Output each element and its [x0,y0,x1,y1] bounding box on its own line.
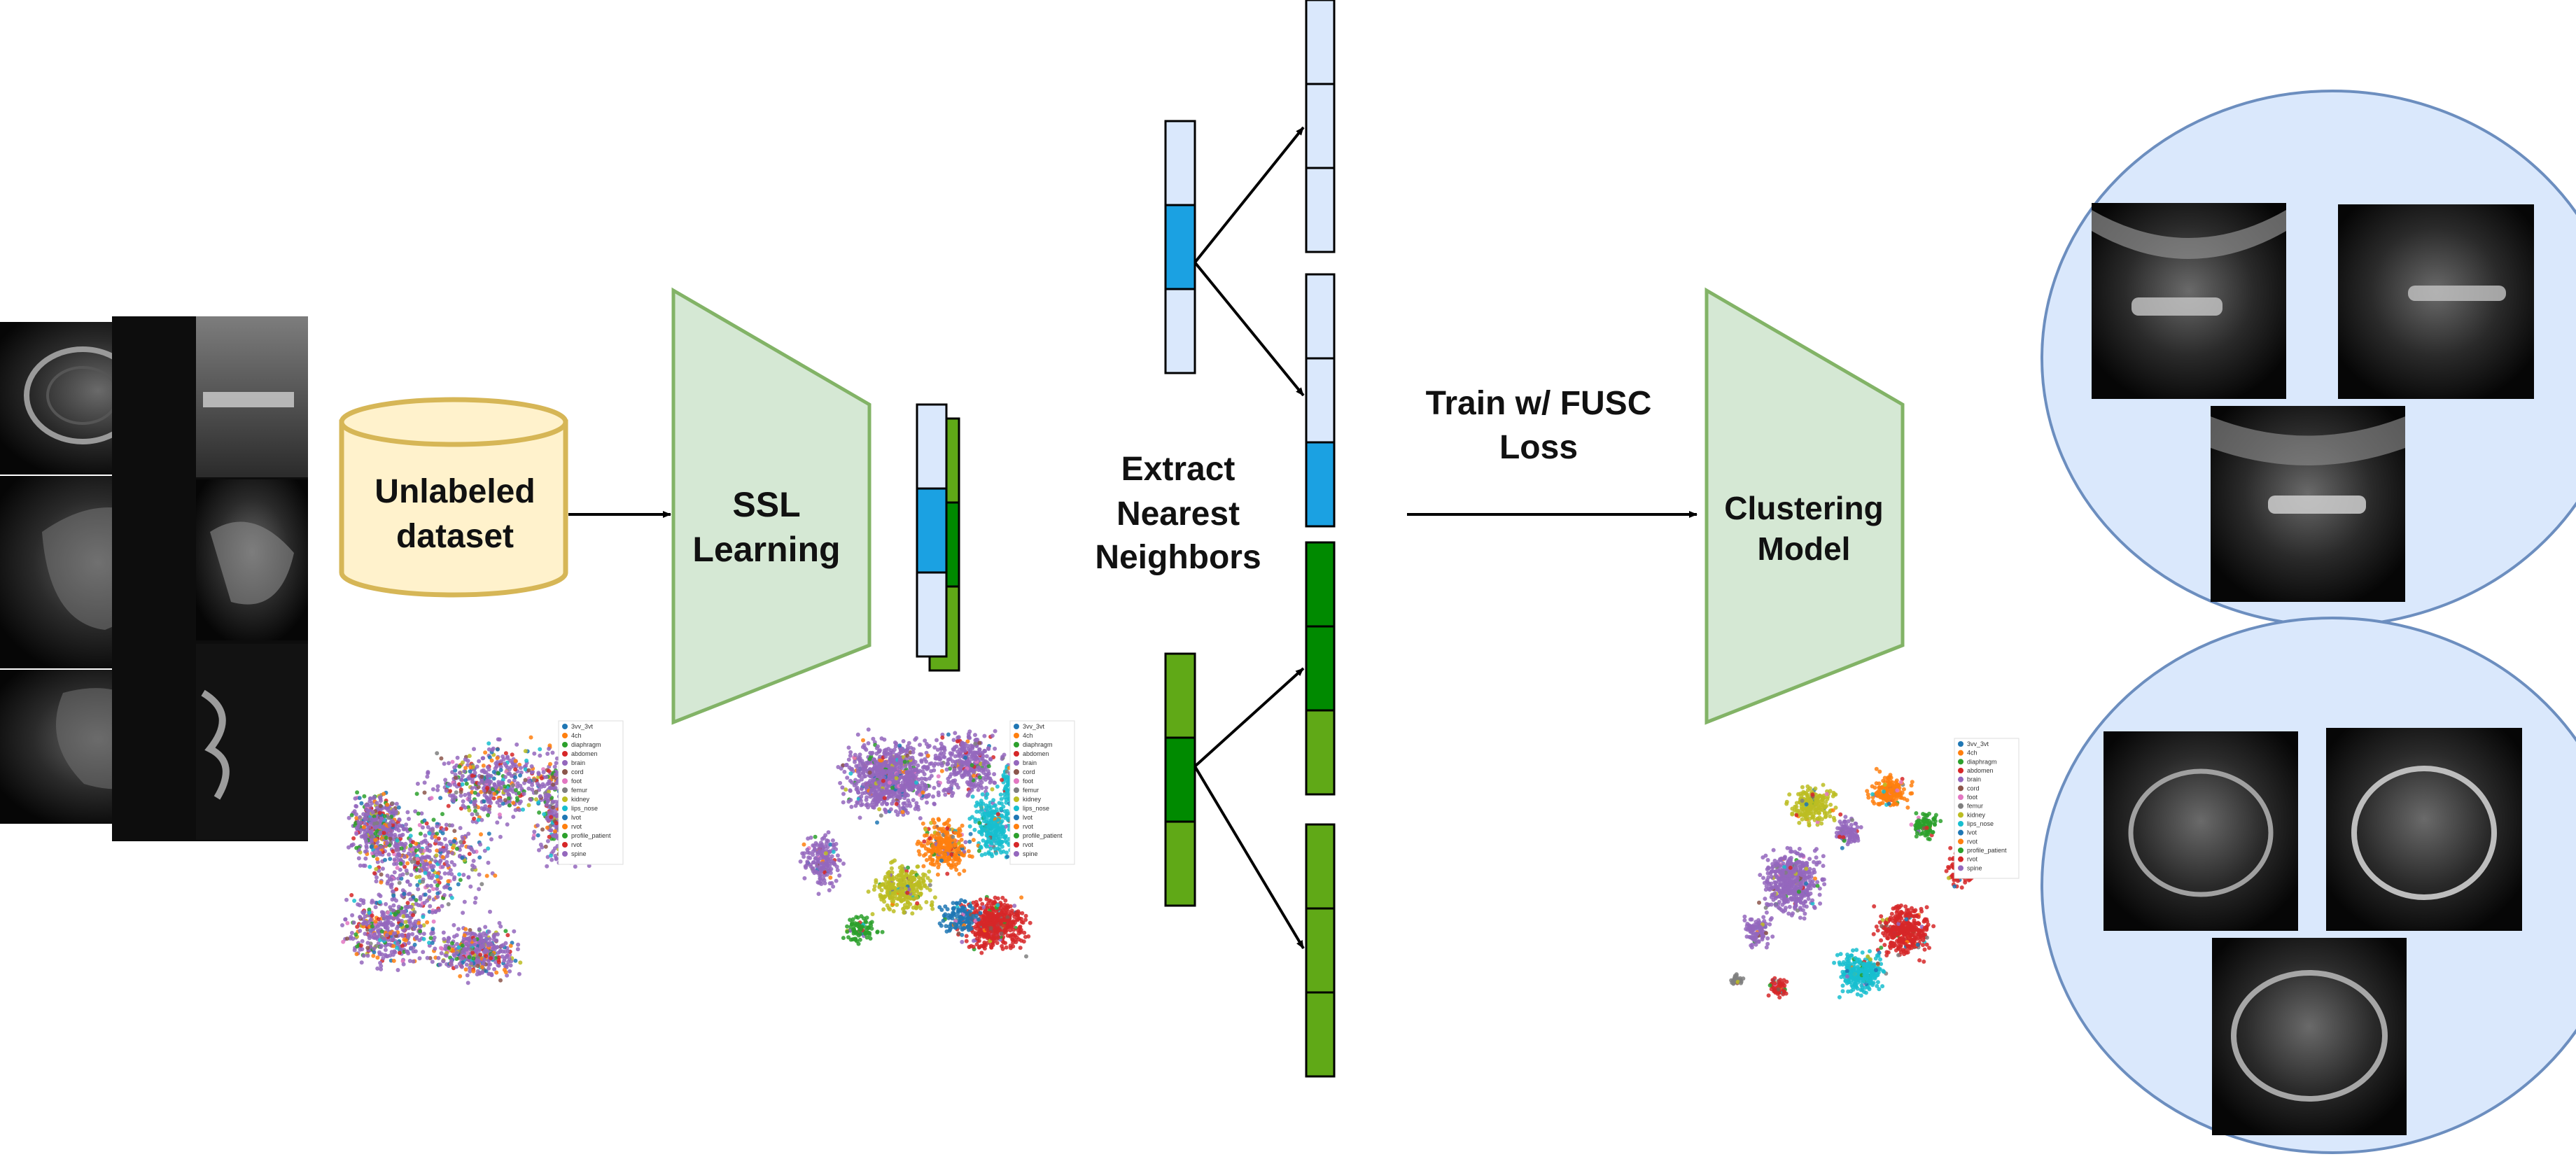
tsne-legend-entry: foot [571,778,582,785]
ssl-label-line2: Learning [692,530,840,569]
tsne-legend-entry: lips_nose [571,805,598,812]
tsne-legend-entry: profile_patient [1967,847,2007,854]
tsne-legend-entry: diaphragm [571,741,601,748]
tsne-legend-entry: rvot [1967,838,1978,845]
tsne-legend-entry: lips_nose [1967,820,1994,827]
tsne-legend-entry: profile_patient [571,832,611,839]
tsne-legend [1954,738,2019,879]
tsne-legend-entry: cord [1023,768,1035,775]
query-vector-green [1164,652,1196,907]
tsne-legend-entry: rvot [1023,823,1034,830]
clustering-model-block: Clustering Model [1704,287,1905,725]
train-fusc-label: Train w/ FUSC Loss [1426,385,1652,466]
tsne-legend-entry: 4ch [1967,750,1977,757]
neighbor-arrows [1194,126,1305,950]
tsne-legend-entry: abdomen [571,750,598,757]
tsne-legend-entry: foot [1967,794,1978,801]
extract-label-line1: Extract [1121,451,1236,488]
tsne-legend-entry: spine [571,850,587,857]
tsne-legend-entry: 4ch [571,732,582,739]
cluster-circle-top [2040,90,2576,627]
ultrasound-collage [0,316,308,841]
tsne-legend-entry: cord [571,768,584,775]
dataset-label-line2: dataset [396,518,514,555]
tsne-legend-entry: 3vv_3vt [571,723,594,730]
tsne-legend-entry: brain [571,759,585,766]
extract-label-line3: Neighbors [1095,539,1261,576]
neighbor-vector-2 [1305,273,1336,528]
tsne-legend-entry: abdomen [1967,767,1994,774]
ssl-label-line1: SSL [732,485,800,524]
tsne-legend-entry: lips_nose [1023,805,1049,812]
unlabeled-dataset-cylinder: Unlabeled dataset [339,397,568,598]
clustering-label-line2: Model [1758,531,1851,567]
tsne-after-ssl: 3vv_3vt 4ch diaphragm abdomen brain cord foot f… [798,720,1075,959]
extract-label-line2: Nearest [1116,496,1240,533]
neighbor-vector-4 [1305,823,1336,1078]
tsne-legend-entry: lvot [571,814,582,821]
tsne-legend-entry: femur [571,787,587,794]
tsne-legend-entry: foot [1023,778,1034,785]
tsne-legend-entry: lvot [1967,829,1977,836]
tsne-legend-entry: rvot [571,841,582,848]
tsne-legend-entry: kidney [571,796,590,803]
tsne-legend-entry: kidney [1967,811,1986,818]
train-label-line2: Loss [1499,429,1578,466]
tsne-legend-entry: 3vv_3vt [1967,740,1989,747]
tsne-legend-entry: diaphragm [1023,741,1053,748]
tsne-legend-entry: rvot [571,823,582,830]
clustering-label-line1: Clustering [1724,490,1883,526]
tsne-legend-entry: brain [1967,776,1981,783]
tsne-legend-entry: profile_patient [1023,832,1063,839]
cluster-circle-bottom [2040,617,2576,1154]
dataset-label-line1: Unlabeled [374,473,535,510]
extract-nn-label: Extract Nearest Neighbors [1095,451,1261,576]
tsne-legend-entry: rvot [1023,841,1034,848]
tsne-legend-entry: cord [1967,785,1980,792]
tsne-legend-entry: brain [1023,759,1037,766]
tsne-legend-entry: femur [1967,803,1983,810]
train-label-line1: Train w/ FUSC [1426,385,1652,422]
tsne-legend-entry: 4ch [1023,732,1033,739]
ssl-embedding-stack [916,403,960,672]
neighbor-vector-1 [1305,0,1336,253]
tsne-legend-entry: diaphragm [1967,758,1997,765]
ssl-learning-block: SSL Learning [671,287,872,725]
tsne-legend-entry: spine [1967,864,1982,871]
tsne-legend-entry: 3vv_3vt [1023,723,1045,730]
tsne-legend-entry: lvot [1023,814,1033,821]
tsne-legend-entry: femur [1023,787,1039,794]
tsne-legend [1009,720,1075,865]
tsne-legend-entry: kidney [1023,796,1042,803]
tsne-legend-entry: spine [1023,850,1038,857]
neighbor-vector-3 [1305,541,1336,796]
query-vector-blue [1164,120,1196,374]
tsne-legend-entry: rvot [1967,856,1978,863]
tsne-legend-entry: abdomen [1023,750,1049,757]
tsne-before-ssl: 3vv_3vt 4ch diaphragm abdomen brain cord foot f… [340,720,624,985]
tsne-legend [558,720,624,865]
